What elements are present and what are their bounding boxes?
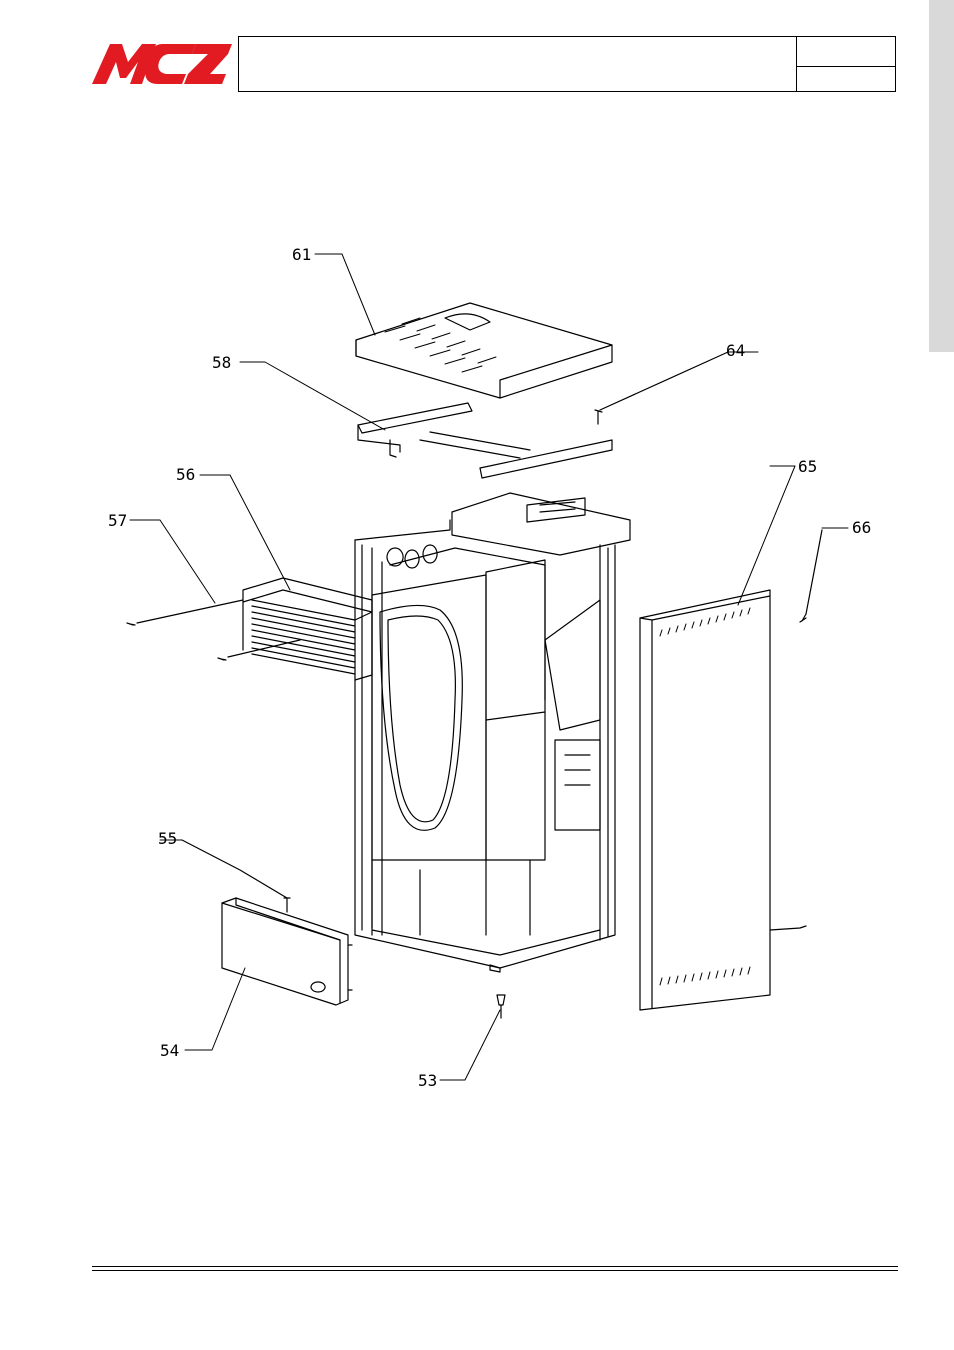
callout-57: 57 xyxy=(108,511,127,530)
footer-rule xyxy=(92,1266,898,1267)
callout-56: 56 xyxy=(176,465,195,484)
footer-rule-thin xyxy=(92,1270,898,1271)
top-cover-part xyxy=(355,302,613,399)
top-frame-part xyxy=(357,402,613,479)
callout-61: 61 xyxy=(292,245,311,264)
title-cell-top xyxy=(797,37,895,67)
louver-panel-56 xyxy=(242,577,373,681)
callout-58: 58 xyxy=(212,353,231,372)
mcz-logo xyxy=(92,44,232,84)
callout-53: 53 xyxy=(418,1071,437,1090)
screw-55 xyxy=(181,839,291,913)
callout-66: 66 xyxy=(852,518,871,537)
front-cover-54 xyxy=(221,897,353,1006)
callout-64: 64 xyxy=(726,341,745,360)
side-tab xyxy=(929,0,954,352)
foot-53 xyxy=(496,994,506,1019)
screws-66 xyxy=(769,529,823,931)
callout-54: 54 xyxy=(160,1041,179,1060)
callout-55: 55 xyxy=(158,829,177,848)
title-block xyxy=(238,36,896,92)
screws-57 xyxy=(126,599,301,661)
screw-64 xyxy=(594,351,729,425)
side-panel-65 xyxy=(639,589,771,1011)
stove-body xyxy=(354,492,631,973)
title-field xyxy=(239,37,797,91)
callout-65: 65 xyxy=(798,457,817,476)
